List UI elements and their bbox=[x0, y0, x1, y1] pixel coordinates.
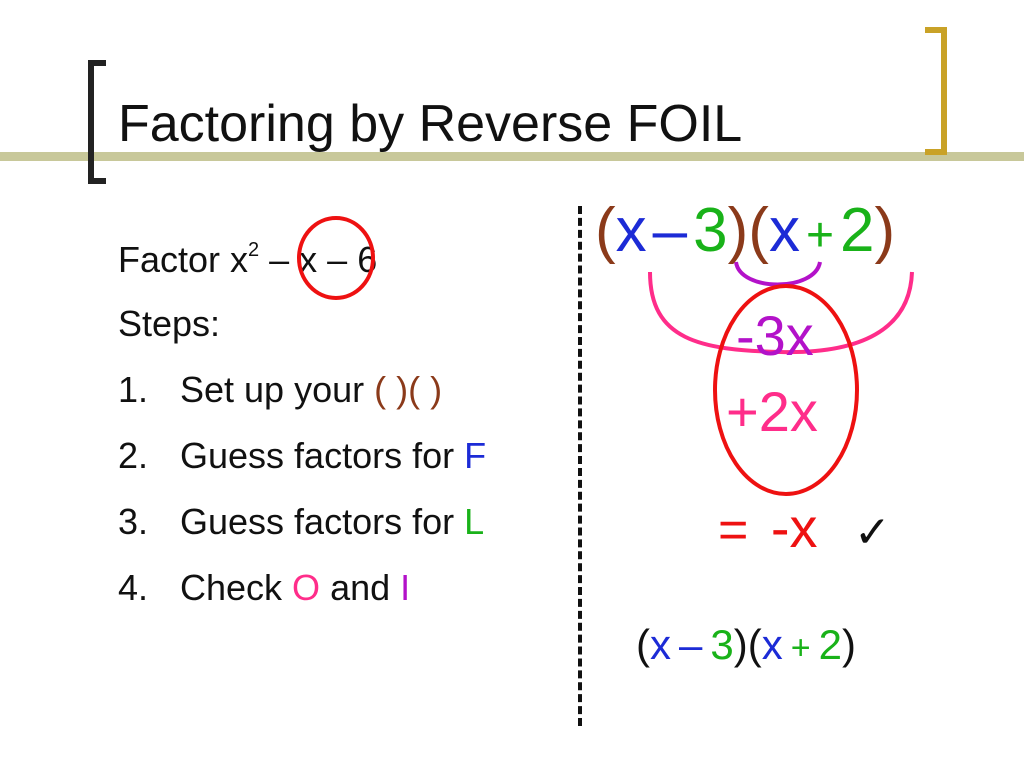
inner-product: -3x bbox=[736, 304, 814, 367]
factor-line: Factor x2 – x – 6 bbox=[118, 240, 377, 278]
final-answer: (x–3)(x+2) bbox=[636, 624, 856, 666]
title-rule-right bbox=[120, 152, 1024, 161]
step-text: Check bbox=[180, 567, 293, 608]
dashed-divider bbox=[578, 206, 582, 726]
step-text: Guess factors for bbox=[180, 435, 465, 476]
factor-exponent: 2 bbox=[248, 239, 260, 261]
factor-x-1: x bbox=[615, 196, 647, 265]
step-3: 3. Guess factors for L bbox=[118, 504, 484, 540]
steps-label: Steps: bbox=[118, 303, 221, 344]
step-number: 1. bbox=[118, 369, 149, 410]
step-number: 3. bbox=[118, 501, 149, 542]
step-accent: L bbox=[464, 501, 485, 542]
red-oval-sum bbox=[713, 284, 859, 496]
step-1: 1. Set up your ( )( ) bbox=[118, 372, 442, 408]
paren-open-2: ( bbox=[748, 196, 769, 265]
right-bracket-decoration bbox=[925, 27, 947, 155]
step-number: 4. bbox=[118, 567, 149, 608]
result-value: -x bbox=[770, 496, 818, 559]
step-text: Guess factors for bbox=[180, 501, 465, 542]
step-accent-o: O bbox=[292, 567, 321, 608]
ans-paren-close-1: ) bbox=[733, 621, 748, 668]
ans-plus: + bbox=[790, 629, 811, 667]
equals-sign: = bbox=[718, 501, 749, 559]
middle-term-result: = -x ✓ bbox=[718, 500, 891, 559]
red-circle-middle-term bbox=[297, 216, 375, 300]
paren-close-1: ) bbox=[727, 196, 749, 265]
ans-x-1: x bbox=[650, 621, 671, 668]
ans-paren-open-1: ( bbox=[636, 621, 650, 668]
ans-paren-close-2: ) bbox=[841, 621, 856, 668]
paren-close-2: ) bbox=[874, 196, 896, 265]
step-number: 2. bbox=[118, 435, 149, 476]
step-accent-i: I bbox=[400, 567, 411, 608]
factor-rest: – x – 6 bbox=[259, 239, 378, 280]
factor-minus: – bbox=[652, 196, 688, 265]
ans-x-2: x bbox=[761, 621, 783, 668]
factor-plus: + bbox=[805, 209, 834, 262]
ans-three: 3 bbox=[710, 621, 734, 668]
factored-expression: (x–3)(x+2) bbox=[595, 200, 895, 262]
step-text: Set up your bbox=[180, 369, 375, 410]
left-bracket-decoration bbox=[88, 60, 106, 184]
step-4: 4. Check O and I bbox=[118, 570, 410, 606]
ans-two: 2 bbox=[818, 621, 842, 668]
step-2: 2. Guess factors for F bbox=[118, 438, 486, 474]
step-mid: and bbox=[320, 567, 401, 608]
ans-minus: – bbox=[679, 621, 703, 668]
inner-arc bbox=[734, 261, 822, 287]
step-accent: F bbox=[464, 435, 487, 476]
factor-x-2: x bbox=[768, 196, 800, 265]
check-mark-icon: ✓ bbox=[853, 507, 891, 558]
outer-product: +2x bbox=[726, 380, 818, 443]
paren-open-1: ( bbox=[595, 196, 616, 265]
ans-paren-open-2: ( bbox=[747, 621, 762, 668]
outer-arc bbox=[648, 271, 914, 355]
step-accent: ( )( ) bbox=[374, 369, 443, 410]
slide-title: Factoring by Reverse FOIL bbox=[118, 95, 743, 153]
factor-two: 2 bbox=[839, 196, 875, 265]
factor-prefix: Factor x bbox=[118, 239, 249, 280]
factor-three: 3 bbox=[693, 196, 728, 265]
title-rule-left bbox=[0, 152, 120, 161]
